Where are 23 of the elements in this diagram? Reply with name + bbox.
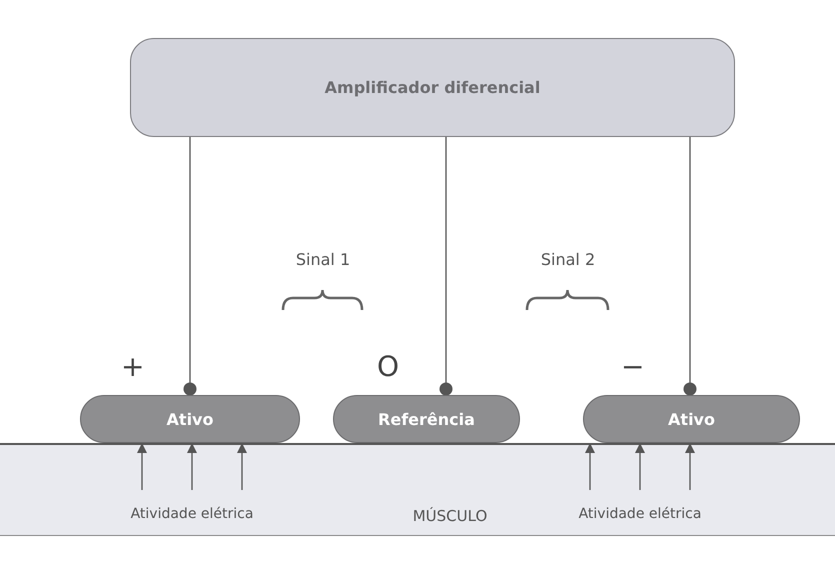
electrode-wire	[684, 137, 696, 396]
muscle-band	[0, 443, 835, 536]
activity-arrow	[585, 443, 595, 490]
signal-label: Sinal 1	[294, 250, 352, 269]
amplifier-label: Amplificador diferencial	[324, 78, 540, 97]
electrode-wire	[184, 137, 196, 396]
activity-arrow	[137, 443, 147, 490]
signal-label: Sinal 2	[540, 250, 596, 269]
electrode-label: Ativo	[166, 410, 214, 428]
activity-arrow	[635, 443, 645, 490]
electrode-label: Ativo	[668, 410, 715, 428]
electrode-sign: O	[377, 353, 400, 381]
activity-text: Atividade elétrica	[578, 505, 702, 524]
muscle-label: MÚSCULO	[412, 507, 488, 525]
activity-arrow	[685, 443, 695, 490]
electrode-sign: −	[621, 353, 644, 381]
electrode-sign: +	[121, 353, 144, 381]
electrode-wire	[440, 137, 452, 396]
amplifier-box	[130, 38, 735, 137]
activity-text: Atividade elétrica	[130, 505, 254, 524]
electrode-label: Referência	[378, 410, 475, 428]
activity-arrow	[237, 443, 247, 490]
activity-arrow	[187, 443, 197, 490]
